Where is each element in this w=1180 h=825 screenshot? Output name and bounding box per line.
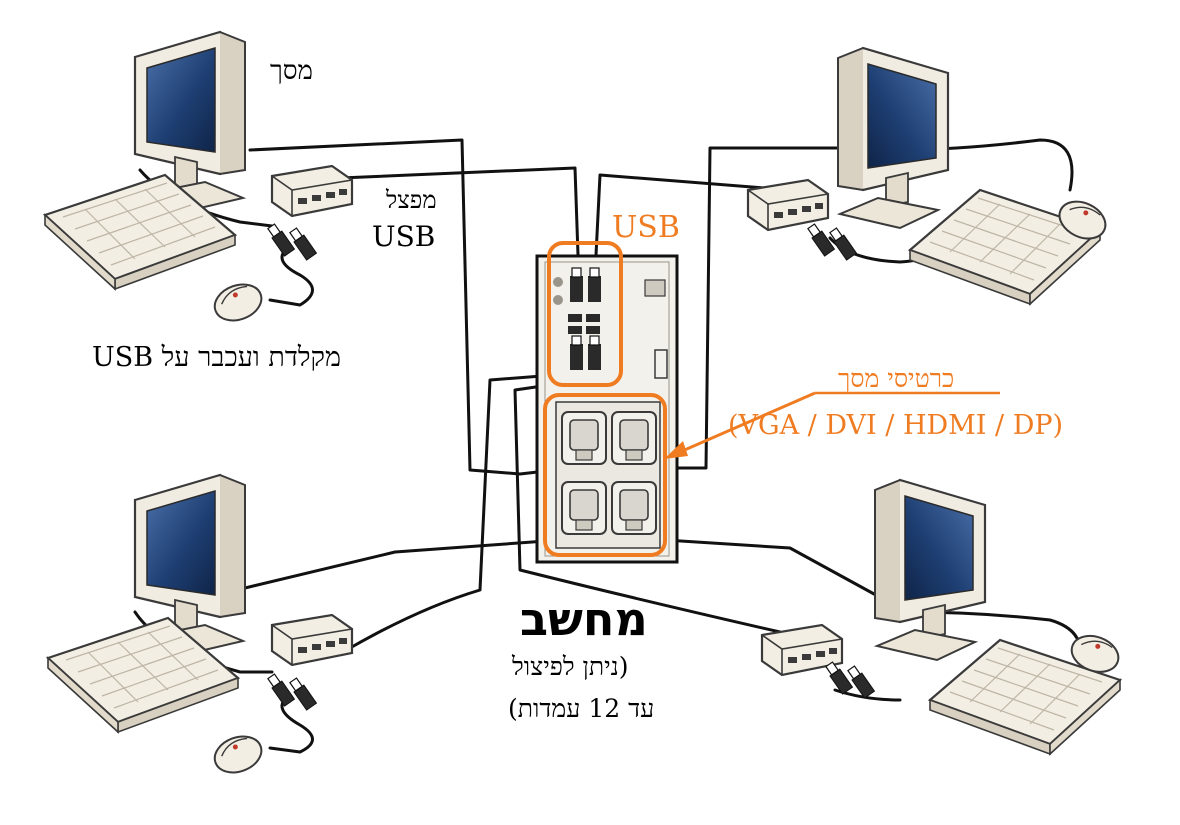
computer-note-line2: עד 12 עמדות) xyxy=(508,694,655,723)
usb-ports-label: USB xyxy=(612,210,680,245)
mouse-icon xyxy=(208,277,268,328)
usb-hub-label: מפצל xyxy=(386,186,437,214)
station-bottom-left xyxy=(46,473,354,780)
cable-tr-usb xyxy=(594,173,767,257)
cable-br-video xyxy=(663,538,887,602)
video-cards-types: (VGA / DVI / HDMI / DP) xyxy=(728,410,1064,441)
usb-ports-highlight xyxy=(547,241,623,387)
monitor-icon xyxy=(838,48,948,228)
video-ports-highlight xyxy=(543,393,667,557)
video-cards-arrow xyxy=(664,391,1000,459)
computer-title: מחשב xyxy=(520,592,648,646)
station-bottom-right xyxy=(760,480,1125,756)
station-top-right xyxy=(746,48,1113,306)
usb-hub-icon xyxy=(746,178,830,232)
usb-plug-icon xyxy=(265,672,318,711)
cable-bl-usb xyxy=(348,373,557,650)
video-cards-label: כרטיסי מסך xyxy=(838,364,955,393)
computer-note-line1: (ניתן לפיצול xyxy=(512,652,629,681)
monitor-icon xyxy=(875,480,985,660)
cable-tl-mouse xyxy=(268,244,314,307)
usb-plug-icon xyxy=(823,660,876,699)
usb-hub-icon xyxy=(270,613,354,667)
computer-tower xyxy=(535,254,679,564)
cable-bl-video xyxy=(243,538,562,590)
cable-tl-usb xyxy=(338,166,580,257)
keyboard-mouse-label: מקלדת ועכבר על USB xyxy=(92,342,341,373)
monitor-label: מסך xyxy=(270,56,313,86)
usb-hub-label-usb: USB xyxy=(372,220,436,253)
usb-hub-icon xyxy=(270,164,354,218)
cable-br-usb xyxy=(513,380,782,634)
mouse-icon xyxy=(208,729,268,780)
usb-plug-icon xyxy=(265,222,318,261)
cable-tl-video xyxy=(248,138,557,476)
